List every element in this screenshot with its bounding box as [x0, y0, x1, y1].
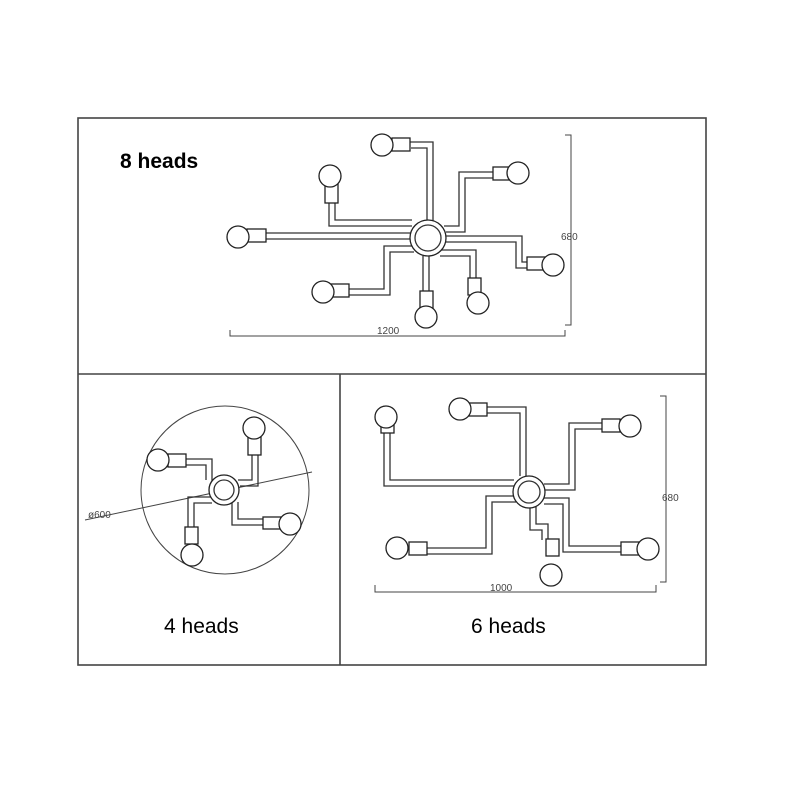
dim-8-height: 680: [561, 232, 578, 243]
bulbs-4: [146, 416, 302, 567]
dim-6-height: 680: [662, 493, 679, 504]
sockets-4: [167, 436, 282, 545]
bulb-8-2: [318, 164, 342, 188]
ceiling-plate: [140, 405, 310, 575]
bulb-8-1: [370, 133, 394, 157]
bulb-8-7: [414, 305, 438, 329]
hub-6: [512, 475, 546, 509]
bulb-8-4: [506, 161, 530, 185]
bulbs-8: [226, 133, 565, 329]
bulb-8-3: [226, 225, 250, 249]
bulb-8-6: [466, 291, 490, 315]
bulb-6-5: [539, 563, 563, 587]
bulb-4-3: [180, 543, 204, 567]
label-4-heads: 4 heads: [164, 615, 239, 638]
dim-6-width: 1000: [490, 583, 513, 594]
panel-4-heads: ø600 4 heads: [84, 405, 313, 638]
bulb-6-1: [374, 405, 398, 429]
arms-8: [265, 141, 528, 296]
dim-8-width: 1200: [377, 326, 400, 337]
bulb-6-3: [618, 414, 642, 438]
diameter-line: [84, 471, 313, 521]
sockets-8: [246, 137, 546, 310]
panel-6-heads: 1000 680 6 heads: [374, 395, 679, 638]
bulb-8-8: [311, 280, 335, 304]
bulb-4-1: [146, 448, 170, 472]
panel-8-heads: 8 heads: [120, 133, 578, 337]
dim-4-diameter: ø600: [88, 510, 111, 521]
bulb-6-6: [636, 537, 660, 561]
bulb-6-2: [448, 397, 472, 421]
arms-6: [383, 406, 622, 555]
dimension-lines-6: [374, 395, 667, 593]
bulb-8-5: [541, 253, 565, 277]
bulb-4-4: [278, 512, 302, 536]
hub-4: [208, 474, 240, 506]
dimension-lines-8: [229, 134, 572, 337]
bulbs-6: [374, 397, 660, 587]
outer-frame: [77, 117, 707, 666]
bulb-6-4: [385, 536, 409, 560]
bulb-4-2: [242, 416, 266, 440]
label-8-heads: 8 heads: [120, 150, 198, 173]
hub-8: [409, 219, 447, 257]
label-6-heads: 6 heads: [471, 615, 546, 638]
arms-4: [186, 454, 264, 528]
